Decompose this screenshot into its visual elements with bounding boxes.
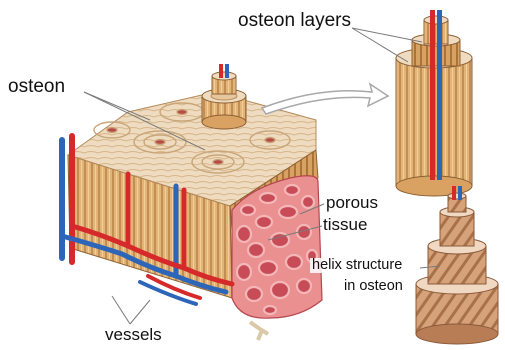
label-porous-tissue-line1: porous <box>326 194 378 212</box>
label-helix-structure-line1: helix structure <box>310 258 404 273</box>
label-helix-structure-line2: in osteon <box>344 279 403 294</box>
helix-structure-cone <box>416 186 498 344</box>
protruding-osteon <box>202 64 246 129</box>
label-osteon: osteon <box>8 77 65 97</box>
label-osteon-layers: osteon layers <box>238 11 351 31</box>
osteon-layers-cylinder <box>396 10 472 196</box>
porous-tissue-region <box>232 176 322 318</box>
label-vessels: vessels <box>105 326 162 344</box>
magnify-arrow <box>262 84 388 114</box>
vessel-end <box>250 322 268 340</box>
label-porous-tissue-line2: tissue <box>323 216 367 234</box>
